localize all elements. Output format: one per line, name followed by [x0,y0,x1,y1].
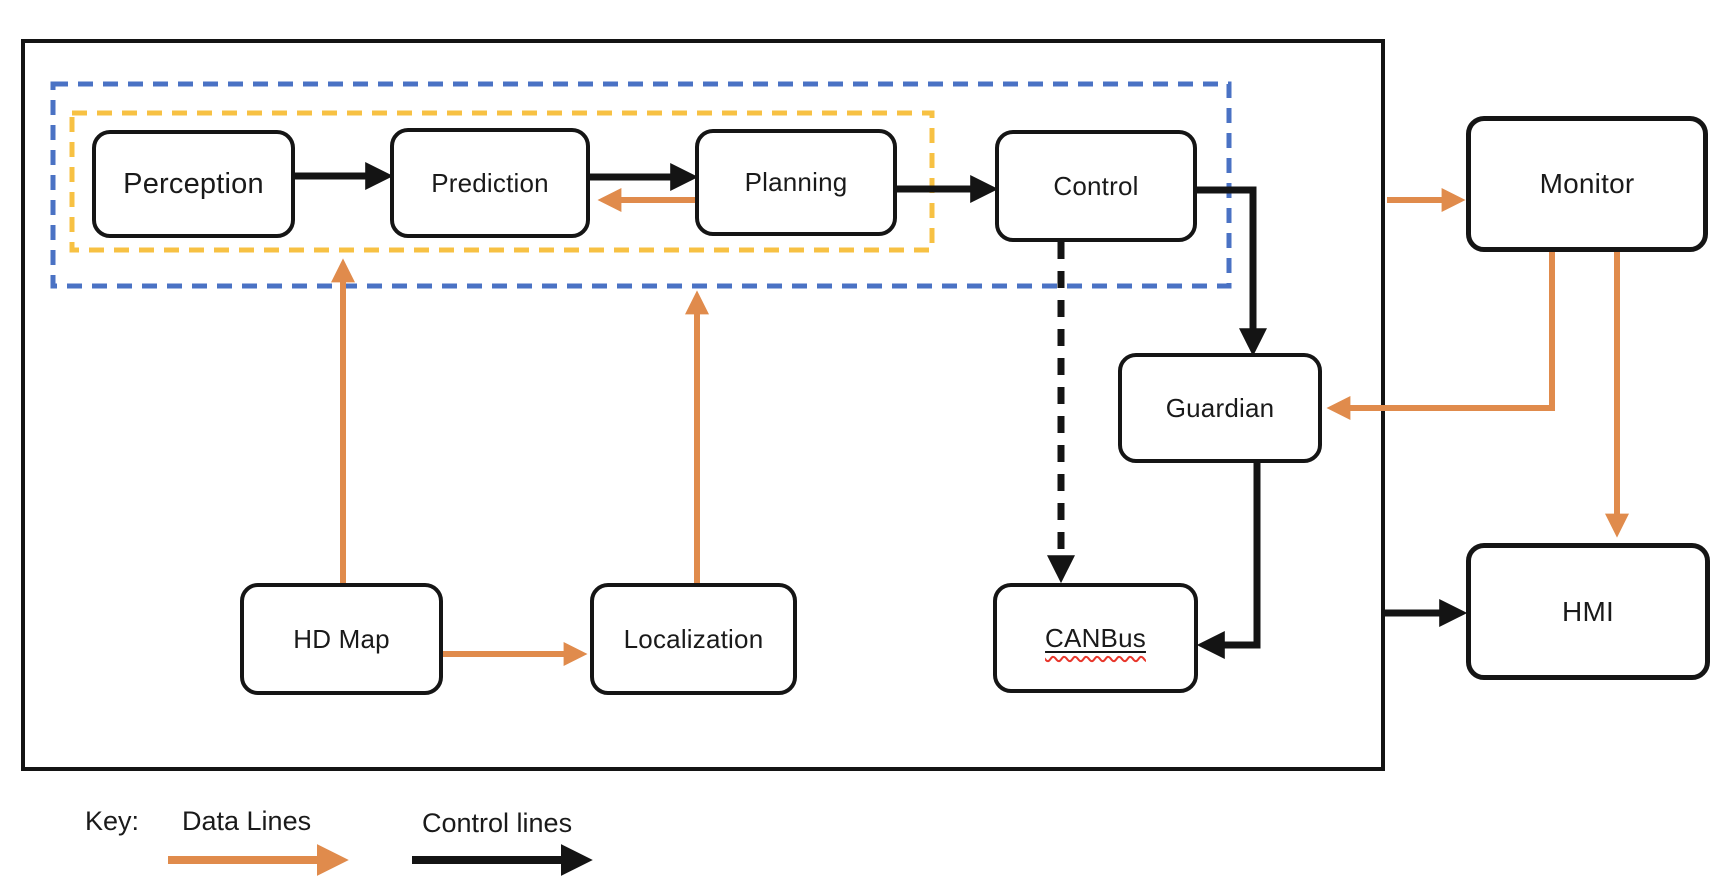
node-hd-map-label: HD Map [293,623,390,654]
node-prediction: Prediction [390,128,590,238]
node-localization: Localization [590,583,797,695]
node-monitor: Monitor [1466,116,1708,252]
node-control-label: Control [1053,170,1139,201]
node-planning-label: Planning [744,167,848,197]
yellow-dashed-group-box [69,110,935,253]
legend-data-lines-label: Data Lines [182,806,312,836]
node-canbus-text: CANBus [1045,622,1146,653]
node-localization-label: Localization [623,623,764,654]
node-guardian-label: Guardian [1165,392,1275,423]
node-hd-map: HD Map [240,583,443,695]
node-canbus: CANBus [993,583,1198,693]
node-planning: Planning [695,129,897,236]
node-monitor-label: Monitor [1539,168,1635,199]
blue-dashed-group-box [50,81,1232,289]
node-guardian: Guardian [1118,353,1322,463]
node-perception: Perception [92,130,295,238]
edge-monitor-to-guardian [1326,252,1555,420]
legend-control-lines-label: Control lines [422,808,573,838]
edge-guardian-to-canbus [1196,463,1261,659]
node-perception-label: Perception [123,167,264,200]
node-control: Control [995,130,1197,242]
legend-key-label: Key: [85,806,140,836]
edge-control-to-guardian [1197,186,1267,357]
node-canbus-label: CANBus [1045,623,1146,654]
node-prediction-label: Prediction [431,167,549,198]
node-hmi: HMI [1466,543,1710,680]
node-hmi-label: HMI [1562,595,1614,627]
